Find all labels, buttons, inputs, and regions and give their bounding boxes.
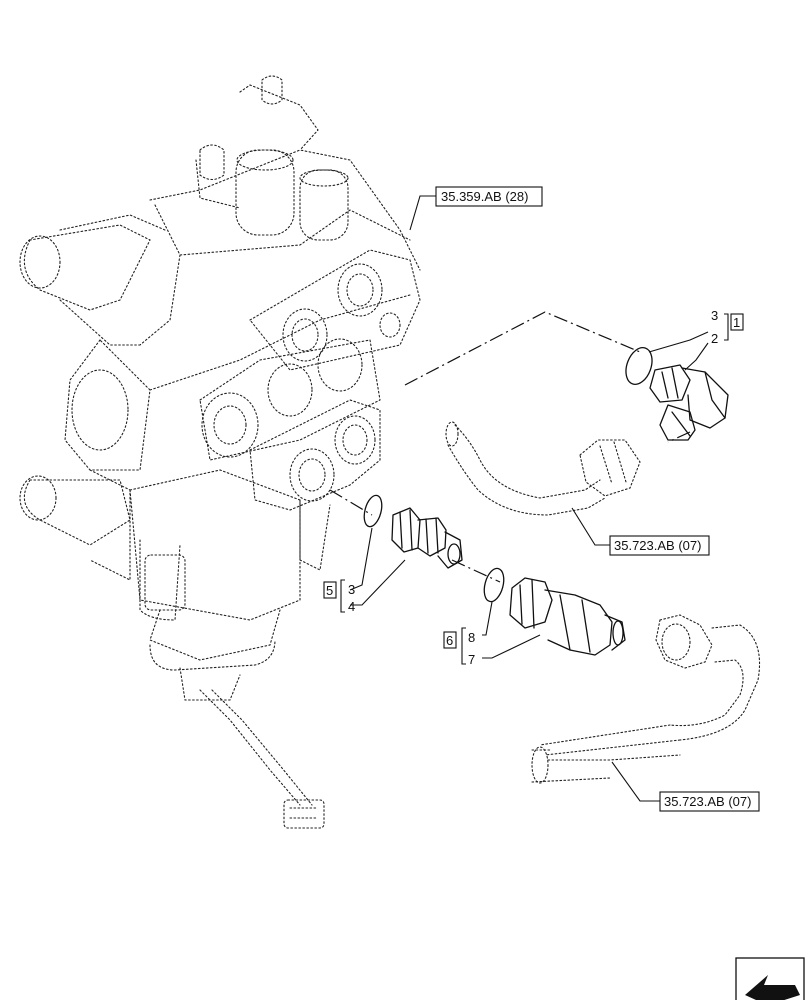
callout5-box: 5 xyxy=(326,583,333,598)
ref-text-hose-lower: 35.723.AB (07) xyxy=(664,794,751,809)
bracket-group1 xyxy=(724,313,729,341)
center-line-upper xyxy=(404,311,641,386)
o-ring-lower xyxy=(363,494,383,528)
leader-4 xyxy=(350,559,406,606)
callout-group1[interactable]: 3 2 1 xyxy=(711,308,744,346)
ref-text-hose-upper: 35.723.AB (07) xyxy=(614,538,701,553)
callout6-top: 8 xyxy=(468,630,475,645)
callout5-top: 3 xyxy=(348,582,355,597)
center-line-upper-b xyxy=(667,431,691,443)
callout1-bottom: 2 xyxy=(711,331,718,346)
leader-3-lower xyxy=(349,527,373,591)
leader-7 xyxy=(482,634,541,659)
o-ring-upper xyxy=(625,347,653,385)
leader-8 xyxy=(482,601,493,636)
hose-upper xyxy=(445,421,641,516)
center-line-lower-b xyxy=(451,559,501,583)
leader-2-upper xyxy=(684,342,709,371)
callout5-bottom: 4 xyxy=(348,599,355,614)
callout-group5[interactable]: 5 3 4 xyxy=(323,581,355,614)
hose-lower xyxy=(531,614,761,784)
ref-label-hose-upper[interactable]: 35.723.AB (07) xyxy=(609,535,710,556)
straight-adapter xyxy=(391,507,463,569)
leader-valve xyxy=(409,195,436,231)
bracket-group5 xyxy=(340,579,345,613)
ref-label-hose-lower[interactable]: 35.723.AB (07) xyxy=(659,791,760,812)
ref-text-valve: 35.359.AB (28) xyxy=(441,189,528,204)
callout6-box: 6 xyxy=(446,633,453,648)
callout-group6[interactable]: 6 8 7 xyxy=(443,630,475,667)
callout1-top: 3 xyxy=(711,308,718,323)
bracket-group6 xyxy=(461,627,466,665)
o-ring-8 xyxy=(483,567,505,603)
callout6-bottom: 7 xyxy=(468,652,475,667)
elbow-fitting-lower xyxy=(509,577,626,656)
callout1-box: 1 xyxy=(733,315,740,330)
leader-hose-lower xyxy=(611,761,660,802)
control-valve-body xyxy=(19,75,421,829)
ref-label-valve[interactable]: 35.359.AB (28) xyxy=(435,186,543,207)
leader-hose-upper xyxy=(571,507,610,546)
elbow-fitting-upper xyxy=(649,364,729,441)
leader-3-upper xyxy=(648,331,709,353)
center-line-lower-a xyxy=(329,489,373,516)
nav-arrow-icon[interactable] xyxy=(735,957,805,1000)
